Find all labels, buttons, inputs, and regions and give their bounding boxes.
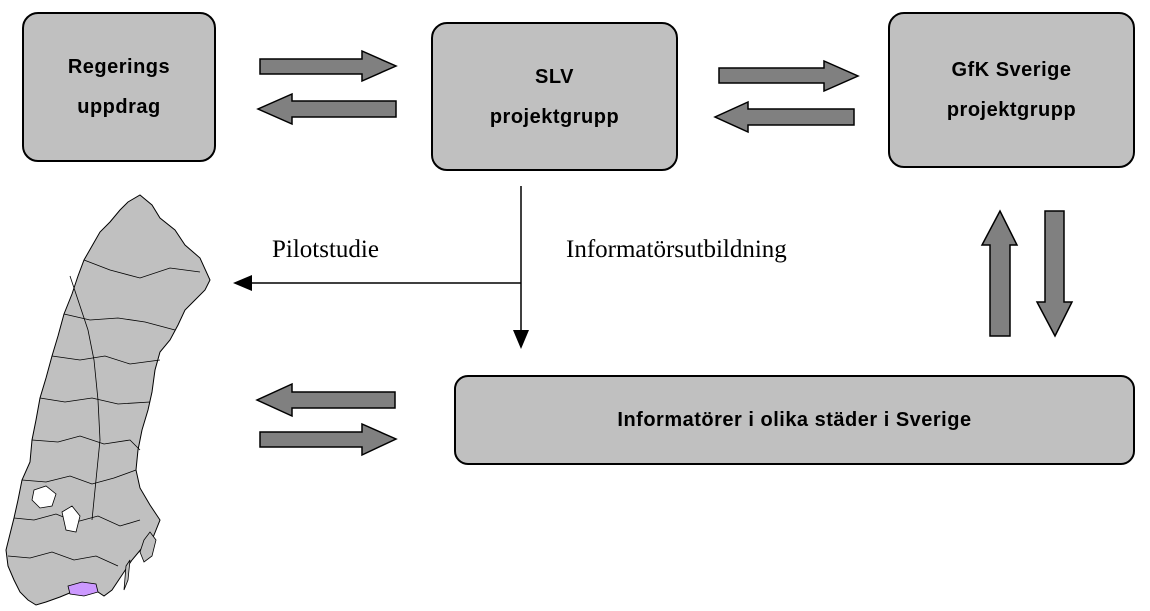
node-informatorer: Informatörer i olika städer i Sverige <box>454 375 1135 465</box>
node-slv-line1: SLV <box>535 65 574 88</box>
node-slv-line2: projektgrupp <box>489 105 620 128</box>
label-pilotstudie: Pilotstudie <box>272 236 379 263</box>
arrow-left-informatorer-to-map <box>255 382 396 418</box>
node-gfk-line2: projektgrupp <box>946 99 1077 121</box>
label-informatorsutbildning: Informatörsutbildning <box>566 236 787 263</box>
arrow-left-slv-to-reg <box>256 92 397 126</box>
arrowhead-left-pilotstudie <box>233 275 252 291</box>
arrow-down-gfk-to-informatorer <box>1035 210 1074 338</box>
arrow-left-gfk-to-slv <box>713 100 855 134</box>
node-regeringsuppdrag: Regerings uppdrag <box>22 12 216 162</box>
node-slv-projektgrupp: SLV projektgrupp <box>431 22 678 171</box>
arrow-up-informatorer-to-gfk <box>980 209 1019 337</box>
arrow-right-slv-to-gfk <box>718 59 860 93</box>
node-informatorer-label: Informatörer i olika städer i Sverige <box>617 409 972 431</box>
node-gfk-projektgrupp: GfK Sverige projektgrupp <box>888 12 1135 168</box>
arrow-right-map-to-informatorer <box>259 422 398 457</box>
node-regeringsuppdrag-line1: Regerings <box>67 56 171 78</box>
node-regeringsuppdrag-line2: uppdrag <box>77 96 161 118</box>
node-gfk-line1: GfK Sverige <box>951 59 1072 81</box>
arrowhead-down-informatorsutbildning <box>513 330 529 349</box>
arrow-right-reg-to-slv <box>259 49 398 83</box>
sweden-map-icon <box>5 194 211 606</box>
